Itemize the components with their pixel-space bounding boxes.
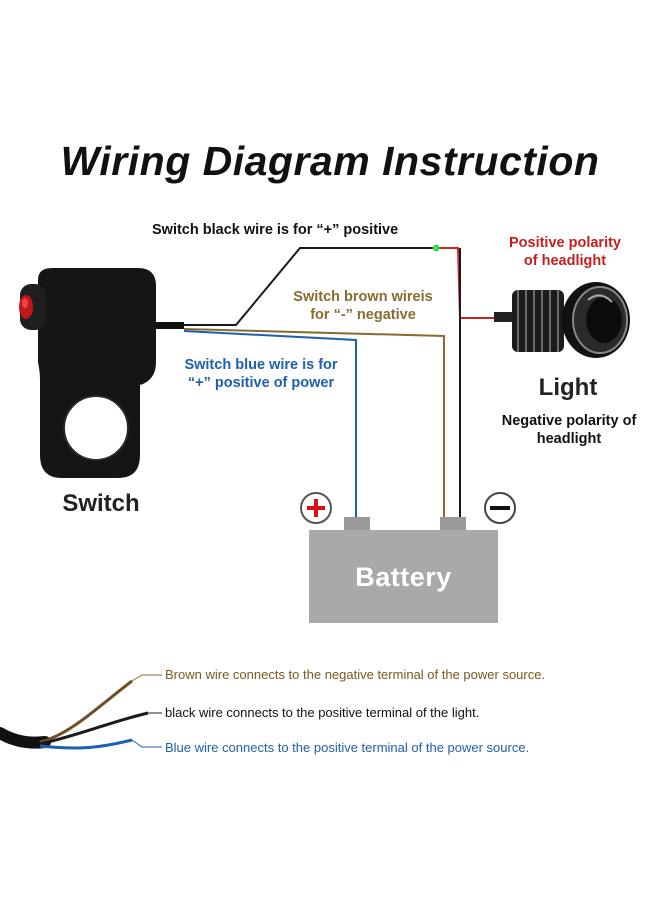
battery-label: Battery bbox=[355, 562, 452, 592]
negative-polarity-line1: Negative polarity of bbox=[501, 413, 637, 429]
brown-wire-label: Switch brown wireis for “-” negative bbox=[270, 288, 456, 324]
switch-cable bbox=[152, 322, 184, 329]
positive-terminal bbox=[344, 517, 370, 530]
junction-node bbox=[432, 244, 440, 252]
negative-terminal bbox=[440, 517, 466, 530]
light-label: Light bbox=[538, 374, 598, 401]
black-wire bbox=[184, 247, 436, 326]
brown-wire-label-line2: for “-” negative bbox=[310, 307, 416, 323]
headlight-icon bbox=[494, 282, 630, 358]
blue-wire bbox=[183, 330, 357, 518]
page-title: Wiring Diagram Instruction bbox=[60, 138, 600, 184]
brown-wire bbox=[183, 328, 445, 518]
negative-polarity-line2: headlight bbox=[536, 431, 602, 447]
minus-circle-icon bbox=[484, 492, 516, 524]
blue-wire-label-line1: Switch blue wire is for bbox=[184, 357, 338, 373]
wire-bundle-icon bbox=[0, 674, 162, 750]
positive-polarity-line2: of headlight bbox=[523, 253, 607, 269]
positive-polarity-label: Positive polarity of headlight bbox=[490, 234, 640, 270]
handlebar-switch-icon bbox=[19, 268, 156, 478]
brown-wire-label-line1: Switch brown wireis bbox=[293, 289, 433, 305]
black-wire-label: Switch black wire is for “+” positive bbox=[152, 222, 399, 238]
switch-label: Switch bbox=[62, 490, 140, 517]
battery-body bbox=[309, 530, 498, 623]
legend-black: black wire connects to the positive term… bbox=[165, 705, 480, 720]
legend-blue: Blue wire connects to the positive termi… bbox=[165, 740, 530, 755]
blue-wire-label: Switch blue wire is for “+” positive of … bbox=[170, 356, 352, 392]
positive-polarity-line1: Positive polarity bbox=[508, 235, 621, 251]
negative-polarity-label: Negative polarity of headlight bbox=[490, 412, 648, 448]
plus-circle-icon bbox=[300, 492, 332, 524]
legend-brown: Brown wire connects to the negative term… bbox=[165, 667, 546, 682]
blue-wire-label-line2: “+” positive of power bbox=[187, 375, 335, 391]
